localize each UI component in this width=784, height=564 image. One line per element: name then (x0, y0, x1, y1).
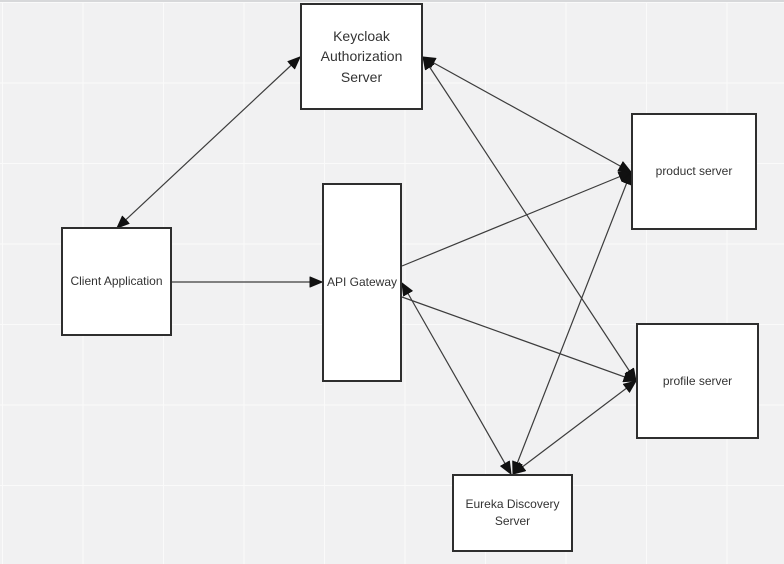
canvas-top-edge (0, 0, 784, 2)
node-label: API Gateway (326, 275, 398, 290)
node-label: profile server (662, 373, 733, 388)
edge-apigw-profile[interactable] (401, 296, 637, 383)
node-profile[interactable]: profile server (636, 323, 759, 439)
node-apigw[interactable]: API Gateway (322, 183, 402, 382)
edge-keycloak-product[interactable] (422, 56, 632, 173)
edge-keycloak-profile[interactable] (422, 56, 637, 382)
edge-client-keycloak[interactable] (116, 56, 301, 229)
node-keycloak[interactable]: Keycloak Authorization Server (300, 3, 423, 110)
node-eureka[interactable]: Eureka Discovery Server (452, 474, 573, 552)
node-label: Client Application (70, 274, 163, 289)
node-product[interactable]: product server (631, 113, 757, 230)
edge-apigw-product[interactable] (401, 171, 632, 267)
node-label: Eureka Discovery Server (465, 497, 560, 528)
node-label: Keycloak Authorization Server (320, 28, 403, 85)
node-client[interactable]: Client Application (61, 227, 172, 336)
edge-profile-eureka[interactable] (512, 380, 637, 475)
edge-group (116, 56, 637, 475)
node-label: product server (655, 164, 733, 179)
edge-apigw-eureka[interactable] (401, 282, 512, 475)
